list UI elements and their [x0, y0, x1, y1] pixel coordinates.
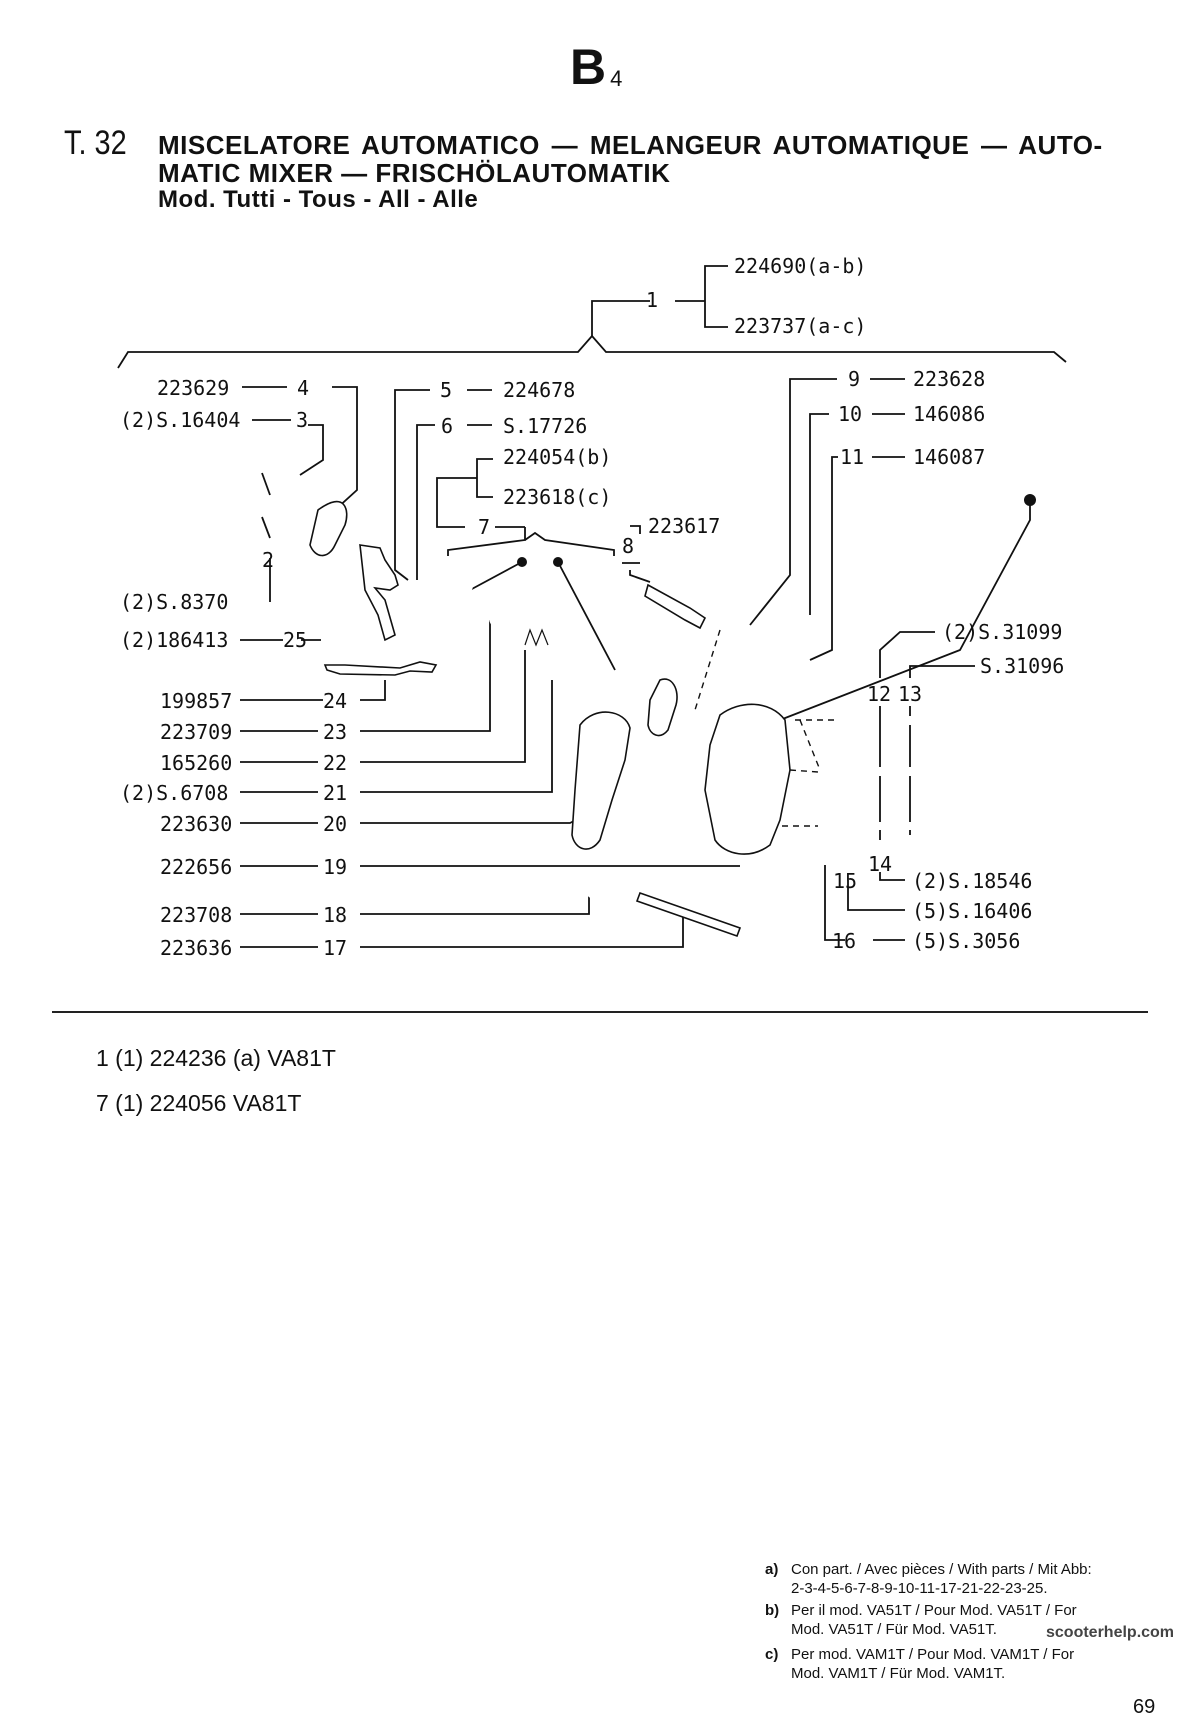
label-ref-16: 16 — [832, 929, 857, 953]
label-ref-2: 2 — [262, 548, 275, 572]
label-ref-22: 22 — [323, 751, 348, 775]
label-part-14: (2)S.18546 — [912, 869, 1033, 893]
label-ref-20: 20 — [323, 812, 348, 836]
label-part-7b: 224054(b) — [503, 445, 612, 469]
label-ref-9: 9 — [848, 367, 861, 391]
label-part-20: 223630 — [160, 812, 233, 836]
label-part-1a: 224690(a-b) — [734, 254, 867, 278]
footnote-c: c)Per mod. VAM1T / Pour Mod. VAM1T / For… — [765, 1646, 1075, 1682]
label-part-10: 146086 — [913, 402, 986, 426]
section-divider — [52, 1011, 1148, 1013]
label-part-16: (5)S.3056 — [912, 929, 1021, 953]
label-part-12: (2)S.31099 — [942, 620, 1063, 644]
label-part-24: 199857 — [160, 689, 233, 713]
label-ref-7: 7 — [478, 515, 491, 539]
label-ref-23: 23 — [323, 720, 348, 744]
label-ref-15: 15 — [833, 869, 858, 893]
footnote-a: a)Con part. / Avec pièces / With parts /… — [765, 1561, 1092, 1597]
extra-part-line-2: 7 (1) 224056 VA81T — [96, 1090, 302, 1116]
footnote-b: b)Per il mod. VA51T / Pour Mod. VA51T / … — [765, 1602, 1077, 1638]
label-part-4: 223629 — [157, 376, 230, 400]
label-ref-14: 14 — [868, 852, 893, 876]
label-ref-17: 17 — [323, 936, 348, 960]
label-part-21: (2)S.6708 — [120, 781, 229, 805]
label-part-1b: 223737(a-c) — [734, 314, 867, 338]
label-part-15: (5)S.16406 — [912, 899, 1033, 923]
models-line: Mod. Tutti - Tous - All - Alle — [158, 186, 479, 213]
label-part-18: 223708 — [160, 903, 233, 927]
label-part-2: (2)S.8370 — [120, 590, 229, 614]
label-part-13: S.31096 — [980, 654, 1065, 678]
label-part-25: (2)186413 — [120, 628, 229, 652]
label-ref-4: 4 — [297, 376, 310, 400]
title-line-2: MATIC MIXER — FRISCHÖLAUTOMATIK — [158, 158, 671, 188]
label-part-8: 223617 — [648, 514, 721, 538]
page-number: 69 — [1133, 1696, 1156, 1718]
watermark: scooterhelp.com — [1046, 1624, 1175, 1641]
label-ref-18: 18 — [323, 903, 348, 927]
label-part-11: 146087 — [913, 445, 986, 469]
label-part-17: 223636 — [160, 936, 233, 960]
label-part-9: 223628 — [913, 367, 986, 391]
label-ref-11: 11 — [840, 445, 865, 469]
label-ref-19: 19 — [323, 855, 348, 879]
label-part-6: S.17726 — [503, 414, 588, 438]
label-ref-10: 10 — [838, 402, 863, 426]
label-ref-12: 12 — [867, 682, 892, 706]
title-line-1: MISCELATORE AUTOMATICO — MELANGEUR AUTOM… — [158, 130, 1103, 160]
label-part-7c: 223618(c) — [503, 485, 612, 509]
label-ref-3: 3 — [296, 408, 309, 432]
extra-part-line-1: 1 (1) 224236 (a) VA81T — [96, 1045, 336, 1071]
label-part-3: (2)S.16404 — [120, 408, 241, 432]
label-part-22: 165260 — [160, 751, 233, 775]
label-ref-5: 5 — [440, 378, 453, 402]
table-number: T. 32 — [64, 124, 127, 162]
label-part-19: 222656 — [160, 855, 233, 879]
label-ref-6: 6 — [441, 414, 454, 438]
label-ref-24: 24 — [323, 689, 348, 713]
label-part-5: 224678 — [503, 378, 576, 402]
label-part-23: 223709 — [160, 720, 233, 744]
label-ref-13: 13 — [898, 682, 923, 706]
label-ref-25: 25 — [283, 628, 308, 652]
label-ref-8: 8 — [622, 534, 635, 558]
label-ref-1: 1 — [646, 288, 659, 312]
label-ref-21: 21 — [323, 781, 348, 805]
